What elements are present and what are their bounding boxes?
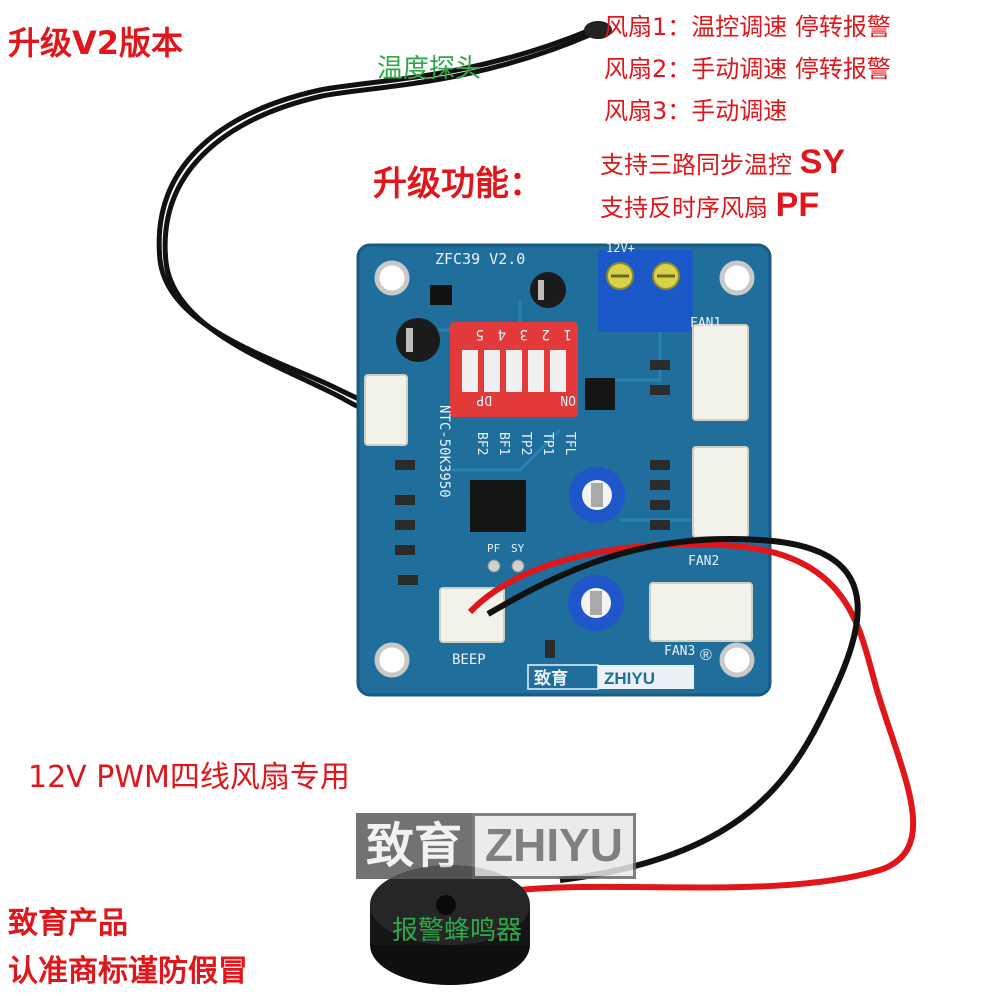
ntc-label: NTC-50K3950 bbox=[436, 405, 452, 498]
svg-text:ZHIYU: ZHIYU bbox=[604, 669, 655, 688]
fan-feature-1: 风扇1：温控调速 停转报警 bbox=[604, 13, 891, 41]
dip-on-label: ON bbox=[560, 392, 576, 407]
fan3-label: FAN3 bbox=[664, 644, 695, 659]
subtitle: 12V PWM四线风扇专用 bbox=[28, 760, 350, 795]
capacitor bbox=[530, 272, 566, 308]
bottom-note-line1: 致育产品 bbox=[8, 906, 128, 941]
dip-switch bbox=[450, 322, 578, 417]
svg-text:TP1: TP1 bbox=[540, 432, 555, 455]
sy-label: SY bbox=[511, 542, 525, 555]
dip-dp-label: DP bbox=[476, 392, 492, 407]
smd-resistors bbox=[395, 360, 670, 658]
diode bbox=[585, 378, 615, 410]
svg-text:BF1: BF1 bbox=[496, 432, 511, 455]
controller-ic bbox=[470, 480, 526, 532]
power-terminal bbox=[598, 250, 693, 332]
dip-function-labels: TFL TP1 TP2 BF1 BF2 bbox=[474, 432, 577, 456]
upgrade-code-sy: SY bbox=[799, 143, 845, 181]
mount-hole bbox=[374, 642, 410, 678]
watermark-cn: 致育 bbox=[356, 813, 473, 879]
bottom-note-line2: 认准商标谨防假冒 bbox=[8, 954, 248, 989]
fan-feature-2: 风扇2：手动调速 停转报警 bbox=[604, 55, 891, 83]
upgrade-item-2: 支持反时序风扇 PF bbox=[600, 186, 820, 224]
buzzer bbox=[370, 865, 530, 985]
fan-feature-list: 风扇1：温控调速 停转报警 风扇2：手动调速 停转报警 风扇3：手动调速 bbox=[604, 6, 891, 132]
transistor bbox=[430, 285, 452, 305]
board-logo: 致育 ZHIYU ® bbox=[527, 647, 712, 690]
dip-numbers: 1 2 3 4 5 bbox=[476, 326, 572, 342]
beep-label: BEEP bbox=[452, 652, 486, 668]
fan2-connector bbox=[692, 446, 749, 538]
ntc-connector bbox=[364, 374, 408, 446]
potentiometer-1 bbox=[569, 467, 625, 523]
svg-text:TP2: TP2 bbox=[518, 432, 533, 455]
buzzer-wires bbox=[467, 536, 916, 893]
upgrade-heading: 升级功能： bbox=[373, 164, 543, 204]
pf-label: PF bbox=[487, 542, 500, 555]
watermark-en: ZHIYU bbox=[472, 813, 637, 879]
ntc-probe-tip bbox=[584, 21, 612, 39]
mount-hole bbox=[719, 642, 755, 678]
svg-text:致育: 致育 bbox=[534, 668, 568, 688]
upgrade-code-pf: PF bbox=[775, 186, 820, 224]
probe-label: 温度探头 bbox=[377, 54, 482, 84]
svg-text:®: ® bbox=[700, 647, 712, 664]
potentiometer-2 bbox=[568, 575, 624, 631]
fan1-label: FAN1 bbox=[690, 316, 721, 331]
svg-text:BF2: BF2 bbox=[474, 432, 489, 455]
bottom-note: 致育产品 认准商标谨防假冒 bbox=[8, 900, 248, 996]
power-label: 12V+ bbox=[606, 241, 635, 255]
upgrade-item-1: 支持三路同步温控 SY bbox=[600, 143, 845, 181]
svg-text:2: 2 bbox=[542, 326, 550, 342]
svg-text:5: 5 bbox=[476, 326, 484, 342]
board-model: ZFC39 V2.0 bbox=[435, 250, 525, 268]
mount-hole bbox=[719, 260, 755, 296]
svg-text:1: 1 bbox=[564, 326, 572, 342]
fan2-label: FAN2 bbox=[688, 554, 719, 569]
upgrade-list: 支持三路同步温控 SY 支持反时序风扇 PF bbox=[600, 142, 845, 228]
fan3-connector bbox=[649, 582, 753, 642]
fan1-connector bbox=[692, 324, 749, 421]
probe-wire bbox=[156, 27, 593, 416]
title: 升级V2版本 bbox=[8, 24, 184, 62]
mount-hole bbox=[374, 260, 410, 296]
svg-text:4: 4 bbox=[498, 326, 506, 342]
svg-text:TFL: TFL bbox=[562, 432, 577, 456]
fan-feature-3: 风扇3：手动调速 bbox=[604, 97, 788, 125]
capacitor bbox=[396, 318, 440, 362]
beep-connector bbox=[439, 587, 505, 643]
svg-text:3: 3 bbox=[520, 326, 528, 342]
buzzer-label: 报警蜂鸣器 bbox=[392, 916, 523, 946]
watermark: 致育 ZHIYU bbox=[356, 813, 637, 879]
